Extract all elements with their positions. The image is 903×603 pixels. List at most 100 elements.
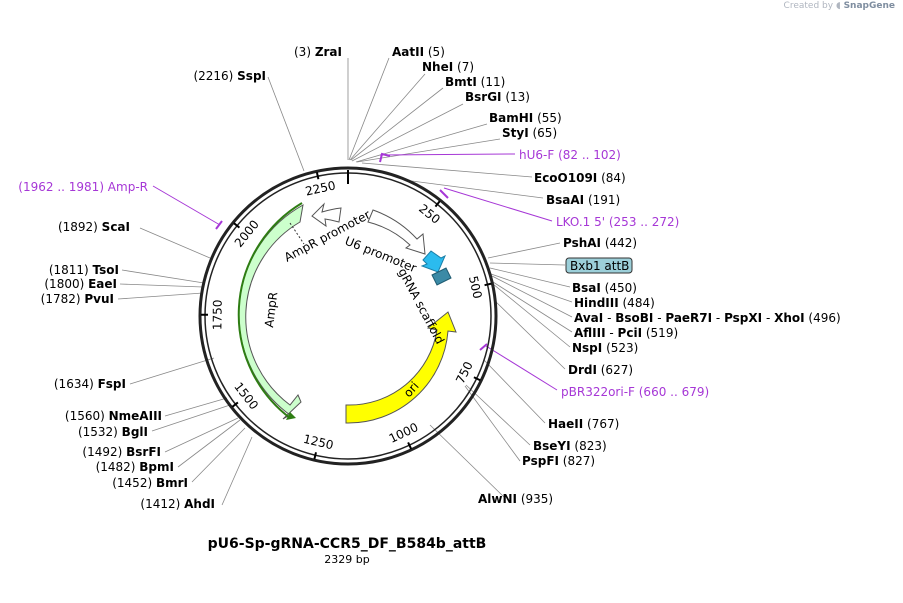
grna-scaffold-arrow (420, 250, 447, 273)
site-label-bsaai: BsaAI (191) (546, 193, 620, 207)
leader-bgli (151, 404, 231, 432)
site-label-bamhi: BamHI (55) (489, 111, 562, 125)
leader-sspi (267, 76, 305, 172)
leader-bmti (350, 87, 444, 161)
leader-hu6-f (379, 153, 516, 156)
leader-bamhi (355, 123, 488, 163)
site-label-sspi: (2216) SspI (193, 69, 266, 83)
tick-label-1500: 1500 (231, 380, 261, 413)
ampr-selection-arrowhead (286, 412, 296, 420)
ampr-promoter-arrow (311, 202, 342, 228)
leader-eaei (119, 283, 204, 288)
leader-bmri (191, 427, 246, 483)
primer-label-1: LKO.1 5' (253 .. 272) (556, 215, 679, 229)
tick-1500 (231, 401, 239, 408)
tick-750 (473, 376, 481, 382)
site-label-haeii: HaeII (767) (548, 417, 619, 431)
site-label-bsrfi: (1492) BsrFI (82, 445, 161, 459)
leader-nhei (349, 73, 426, 161)
site-label-nspi: NspI (523) (572, 341, 638, 355)
primer-mark-lko1 (439, 189, 449, 199)
tick-500 (484, 282, 492, 287)
leader-fspi (129, 357, 215, 385)
leader-ecoo109i (361, 162, 533, 178)
leader-haeii (483, 359, 546, 424)
plasmid-name: pU6-Sp-gRNA-CCR5_DF_B584b_attB (207, 536, 487, 552)
site-label-tsoi: (1811) TsoI (49, 263, 119, 277)
leader-lko1 (443, 187, 553, 222)
attb-label: Bxb1 attB (570, 259, 629, 273)
ampr-dotted-divider (289, 222, 305, 245)
site-label-fspi: (1634) FspI (54, 377, 126, 391)
tick-label-1750: 1750 (210, 300, 224, 331)
primer-leaders (152, 153, 558, 391)
attb-feature (431, 267, 452, 286)
snapgene-logo-icon: ◖ (835, 1, 841, 11)
site-label-alwni: AlwNI (935) (478, 492, 553, 506)
tick-label-2250: 2250 (304, 178, 337, 198)
backbone-outer (198, 166, 498, 466)
primer-mark-hu6-f (379, 152, 391, 163)
leader-scai (139, 227, 211, 259)
ampr-selection-arc (237, 202, 303, 419)
primer-mark-pbr322ori-f (479, 343, 488, 351)
site-label-pvui: (1782) PvuI (41, 292, 114, 306)
leader-aatii (348, 57, 390, 161)
plasmid-size: 2329 bp (324, 553, 370, 566)
tick-2000 (233, 222, 241, 229)
leader-amp-r (152, 185, 221, 226)
leader-bsrgi (351, 103, 464, 162)
primer-label-0: hU6-F (82 .. 102) (519, 148, 621, 162)
credit-prefix: Created by (783, 1, 834, 11)
tick-1000 (407, 442, 413, 450)
credit-brand: SnapGene (843, 1, 895, 11)
tick-label-500: 500 (466, 275, 485, 300)
snapgene-credit: Created by ◖ SnapGene (784, 1, 895, 11)
tick-label-750: 750 (453, 359, 476, 386)
leader-alwni (429, 424, 506, 499)
leader-bsaai (403, 179, 544, 199)
leader-bsrfi (164, 417, 239, 453)
site-label-bmti: BmtI (11) (445, 75, 505, 89)
site-label-bmri: (1452) BmrI (112, 476, 188, 490)
site-label-aatii: AatII (5) (392, 45, 445, 59)
leader-ahdi (221, 436, 253, 506)
tick-2250 (315, 172, 320, 180)
primer-label-3: (1962 .. 1981) Amp-R (18, 180, 148, 194)
primer-label-2: pBR322ori-F (660 .. 679) (561, 385, 709, 399)
site-label-zrai: (3) ZraI (294, 45, 342, 59)
leader-hindiii (490, 273, 573, 303)
site-label-bsai: BsaI (450) (572, 281, 637, 295)
site-label-styi: StyI (65) (502, 126, 557, 140)
leader-styi (356, 138, 501, 163)
leader-pvui (117, 292, 204, 300)
site-label-pcii-group: AflIII - PciI (519) (574, 326, 678, 340)
site-label-nmeaiii: (1560) NmeAIII (65, 409, 162, 423)
leader-drdi (493, 299, 566, 370)
leader-bpmi (177, 419, 241, 468)
leader-pcii (492, 281, 573, 333)
site-label-drdi: DrdI (627) (568, 363, 633, 377)
leader-nmeaiii (164, 397, 228, 417)
primer-mark-amp-r (215, 220, 223, 230)
leader-lines (117, 57, 573, 506)
tick-250 (434, 200, 441, 208)
primer-labels: hU6-F (82 .. 102) LKO.1 5' (253 .. 272) pB… (18, 148, 709, 399)
leader-nspi (492, 283, 571, 348)
leader-pshai (487, 242, 561, 259)
site-label-nhei: NheI (7) (422, 60, 474, 74)
ampr-label: AmpR (262, 291, 280, 328)
tick-1250 (313, 452, 317, 460)
leader-tsoi (121, 269, 205, 284)
attb-label-box (565, 257, 633, 274)
site-label-xhoi-group: AvaI - BsoBI - PaeR7I - PspXI - XhoI (49… (574, 311, 841, 325)
tick-label-1250: 1250 (302, 432, 335, 453)
site-label-ahdi: (1412) AhdI (140, 497, 215, 511)
ori-arrow (345, 311, 457, 424)
leader-pbr322ori-f (485, 345, 558, 391)
site-label-bgli: (1532) BglI (78, 425, 148, 439)
site-label-pspfi: PspFI (827) (522, 454, 595, 468)
site-label-bseyi: BseYI (823) (533, 439, 607, 453)
